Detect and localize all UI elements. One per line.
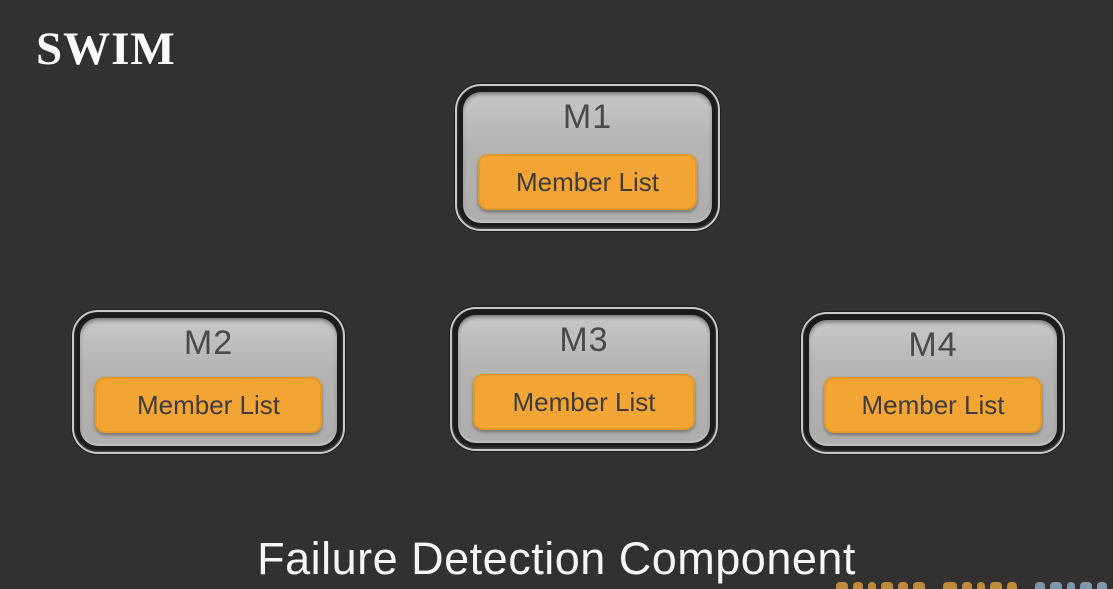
node-m2-body: M2 Member List	[80, 318, 337, 446]
clipped-watermark	[836, 582, 1107, 589]
watermark-fragment	[990, 582, 1002, 589]
watermark-fragment	[1067, 582, 1075, 589]
node-m4: M4 Member List	[801, 312, 1065, 454]
node-m4-member-list: Member List	[824, 377, 1042, 433]
watermark-fragment	[836, 582, 848, 589]
watermark-fragment	[1097, 582, 1107, 589]
node-m3: M3 Member List	[450, 307, 718, 451]
node-m1: M1 Member List	[455, 84, 720, 231]
node-m2-member-list: Member List	[95, 377, 322, 433]
node-m2: M2 Member List	[72, 310, 345, 454]
node-m1-member-list: Member List	[478, 154, 697, 210]
watermark-gap	[930, 582, 938, 583]
slide-caption: Failure Detection Component	[257, 533, 856, 584]
watermark-fragment	[1080, 582, 1092, 589]
node-m1-body: M1 Member List	[463, 92, 712, 223]
watermark-fragment	[1050, 582, 1062, 589]
watermark-fragment	[853, 582, 863, 589]
watermark-fragment	[898, 582, 908, 589]
node-m3-body: M3 Member List	[458, 315, 710, 443]
node-m2-label: M2	[183, 324, 234, 362]
watermark-fragment	[868, 582, 876, 589]
node-m3-member-list: Member List	[473, 374, 695, 430]
watermark-fragment	[943, 582, 957, 589]
node-m1-label: M1	[562, 98, 613, 136]
watermark-fragment	[881, 582, 893, 589]
node-m3-label: M3	[559, 321, 609, 359]
watermark-fragment	[977, 582, 985, 589]
watermark-gap	[1022, 582, 1030, 583]
watermark-fragment	[1035, 582, 1045, 589]
watermark-fragment	[913, 582, 925, 589]
watermark-fragment	[1007, 582, 1017, 589]
watermark-fragment	[962, 582, 972, 589]
slide-title: SWIM	[36, 23, 176, 75]
node-m4-label: M4	[908, 326, 958, 364]
node-m4-body: M4 Member List	[809, 320, 1057, 446]
